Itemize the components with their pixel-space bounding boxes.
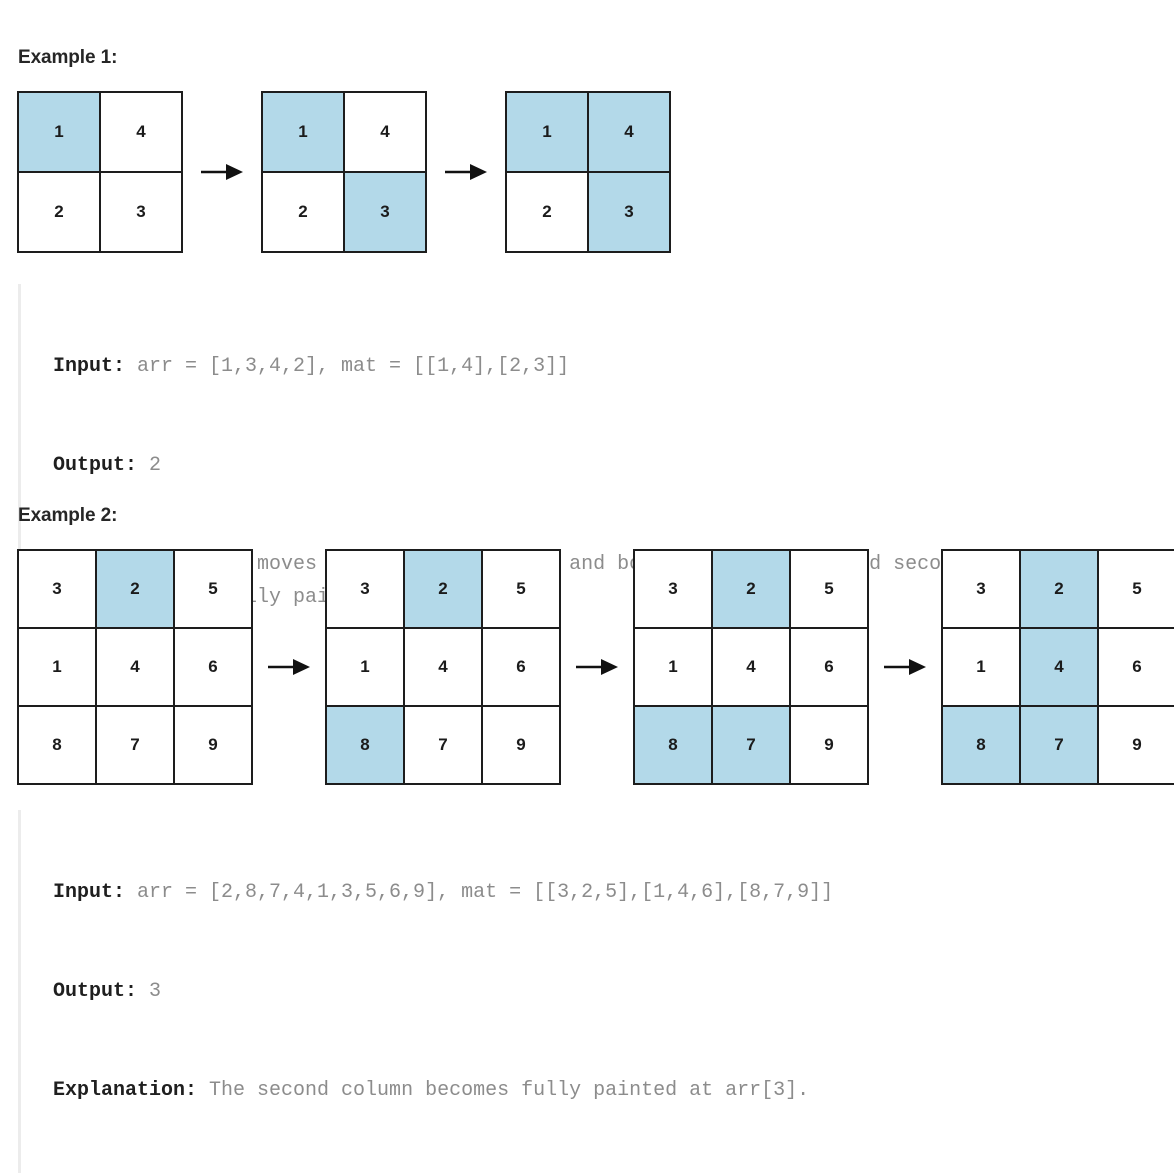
matrix-cell: 2 xyxy=(1021,551,1097,627)
input-line: Input: arr = [1,3,4,2], mat = [[1,4],[2,… xyxy=(53,350,1168,383)
matrix-cell: 7 xyxy=(97,707,173,783)
matrix-cell: 8 xyxy=(19,707,95,783)
matrix-cell: 1 xyxy=(943,629,1019,705)
matrix-cell: 8 xyxy=(635,707,711,783)
matrix-cell: 4 xyxy=(405,629,481,705)
matrix-cell: 7 xyxy=(405,707,481,783)
matrix-cell: 1 xyxy=(19,93,99,171)
input-label: Input: xyxy=(53,355,138,378)
matrix-cell: 2 xyxy=(19,173,99,251)
right-arrow-icon xyxy=(427,161,505,183)
matrix-cell: 3 xyxy=(589,173,669,251)
matrix-cell: 3 xyxy=(19,551,95,627)
output-value: 3 xyxy=(149,980,162,1003)
matrix-cell: 6 xyxy=(791,629,867,705)
output-label: Output: xyxy=(53,454,150,477)
matrix-cell: 3 xyxy=(345,173,425,251)
matrix-cell: 6 xyxy=(175,629,251,705)
explanation-label: Explanation: xyxy=(53,1079,210,1102)
matrix-cell: 1 xyxy=(19,629,95,705)
output-label: Output: xyxy=(53,980,150,1003)
right-arrow-icon xyxy=(869,656,941,678)
example-2-code-block: Input: arr = [2,8,7,4,1,3,5,6,9], mat = … xyxy=(18,810,1168,1173)
input-line: Input: arr = [2,8,7,4,1,3,5,6,9], mat = … xyxy=(53,876,1168,909)
output-value: 2 xyxy=(149,454,162,477)
output-line: Output: 3 xyxy=(53,975,1168,1008)
matrix-cell: 2 xyxy=(507,173,587,251)
matrix-cell: 1 xyxy=(635,629,711,705)
matrix-cell: 5 xyxy=(791,551,867,627)
matrix-cell: 6 xyxy=(483,629,559,705)
matrix-cell: 1 xyxy=(507,93,587,171)
matrix-cell: 8 xyxy=(327,707,403,783)
input-value: arr = [2,8,7,4,1,3,5,6,9], mat = [[3,2,5… xyxy=(137,881,834,904)
matrix-cell: 6 xyxy=(1099,629,1174,705)
matrix-cell: 3 xyxy=(327,551,403,627)
example-2-heading: Example 2: xyxy=(18,505,118,526)
matrix-cell: 5 xyxy=(175,551,251,627)
matrix-cell: 2 xyxy=(263,173,343,251)
output-line: Output: 2 xyxy=(53,449,1168,482)
input-label: Input: xyxy=(53,881,138,904)
explanation-value: The second column becomes fully painted … xyxy=(209,1079,810,1102)
matrix-cell: 4 xyxy=(1021,629,1097,705)
matrix-cell: 4 xyxy=(345,93,425,171)
matrix-cell: 4 xyxy=(97,629,173,705)
matrix-cell: 7 xyxy=(1021,707,1097,783)
matrix-cell: 2 xyxy=(97,551,173,627)
explanation-line: Explanation: The second column becomes f… xyxy=(53,1074,1168,1107)
matrix-cell: 3 xyxy=(101,173,181,251)
matrix-cell: 2 xyxy=(405,551,481,627)
matrix-cell: 4 xyxy=(101,93,181,171)
matrix-cell: 8 xyxy=(943,707,1019,783)
matrix-cell: 2 xyxy=(713,551,789,627)
matrix-cell: 9 xyxy=(483,707,559,783)
matrix-cell: 7 xyxy=(713,707,789,783)
matrix-cell: 5 xyxy=(483,551,559,627)
example-1-heading: Example 1: xyxy=(18,47,118,68)
matrix-cell: 9 xyxy=(791,707,867,783)
matrix-cell: 4 xyxy=(713,629,789,705)
matrix-cell: 4 xyxy=(589,93,669,171)
matrix-cell: 9 xyxy=(175,707,251,783)
right-arrow-icon xyxy=(253,656,325,678)
matrix-cell: 1 xyxy=(327,629,403,705)
matrix-cell: 3 xyxy=(635,551,711,627)
right-arrow-icon xyxy=(183,161,261,183)
matrix-cell: 3 xyxy=(943,551,1019,627)
matrix-cell: 9 xyxy=(1099,707,1174,783)
right-arrow-icon xyxy=(561,656,633,678)
matrix-cell: 5 xyxy=(1099,551,1174,627)
input-value: arr = [1,3,4,2], mat = [[1,4],[2,3]] xyxy=(137,355,570,378)
matrix-cell: 1 xyxy=(263,93,343,171)
